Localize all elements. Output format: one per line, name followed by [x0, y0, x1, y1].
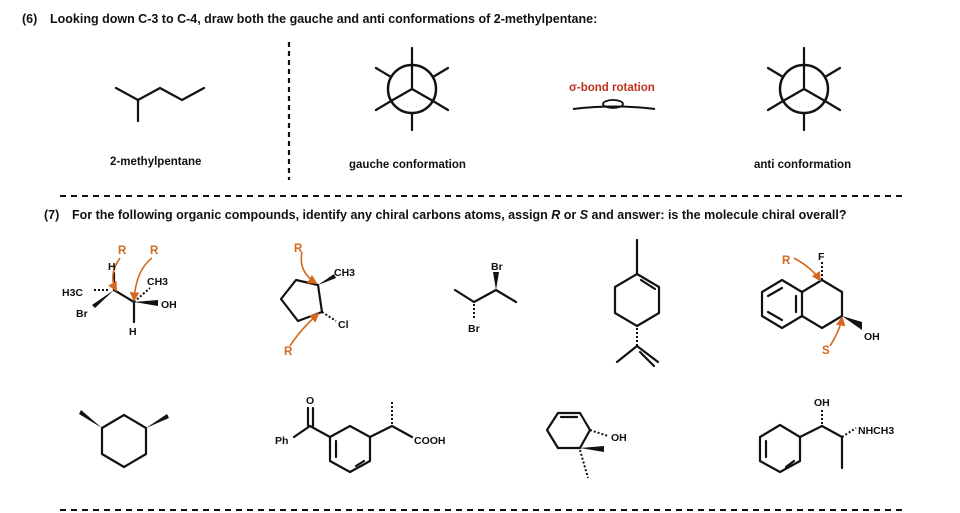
c1-annotation-r2: R: [150, 245, 159, 257]
c1-h3c: H3C: [62, 287, 83, 299]
compound-9: [758, 410, 857, 474]
c1-br: Br: [76, 308, 88, 320]
compound-2: [279, 251, 337, 347]
c7-cooh: COOH: [414, 435, 446, 447]
compound-3: [453, 272, 518, 320]
problem6-text: Looking down C-3 to C-4, draw both the g…: [50, 12, 597, 26]
c5-oh: OH: [864, 331, 880, 343]
methylpentane-skeleton: [114, 86, 206, 123]
c1-h-bottom: H: [129, 326, 137, 338]
c2-annotation-bottom: R: [284, 346, 293, 358]
c1-annotation-r1: R: [118, 245, 127, 257]
c1-ch3: CH3: [147, 276, 168, 288]
compound-8: [545, 411, 609, 479]
compound-4: [613, 238, 661, 368]
newman-gauche: [374, 46, 450, 132]
caption-gauche: gauche conformation: [349, 159, 466, 171]
caption-molecule: 2-methylpentane: [110, 156, 201, 168]
rotation-symbol: [572, 99, 656, 110]
c1-h-top: H: [108, 261, 116, 273]
compound-1: [92, 257, 158, 324]
c2-annotation-top: R: [294, 243, 303, 255]
c3-br-bottom: Br: [468, 323, 480, 335]
c7-o: O: [306, 395, 314, 407]
c5-f: F: [818, 251, 825, 263]
caption-anti: anti conformation: [754, 159, 851, 171]
c7-ph: Ph: [275, 435, 288, 447]
newman-anti: [766, 46, 842, 132]
problem7-number: (7): [44, 208, 59, 222]
c2-ch3: CH3: [334, 267, 355, 279]
c9-oh: OH: [814, 397, 830, 409]
c2-cl: Cl: [338, 319, 349, 331]
problem7-text: For the following organic compounds, ide…: [72, 208, 847, 222]
compound-7: [292, 402, 414, 474]
c8-oh: OH: [611, 432, 627, 444]
c3-br-top: Br: [491, 261, 503, 273]
problem6-number: (6): [22, 12, 37, 26]
rotation-label: σ-bond rotation: [569, 82, 655, 94]
compound-6: [79, 410, 169, 469]
c1-oh: OH: [161, 299, 177, 311]
c5-annotation-s: S: [822, 345, 830, 357]
compound-5: [760, 257, 862, 347]
c5-annotation-r: R: [782, 255, 791, 267]
c9-nhch3: NHCH3: [858, 425, 894, 437]
